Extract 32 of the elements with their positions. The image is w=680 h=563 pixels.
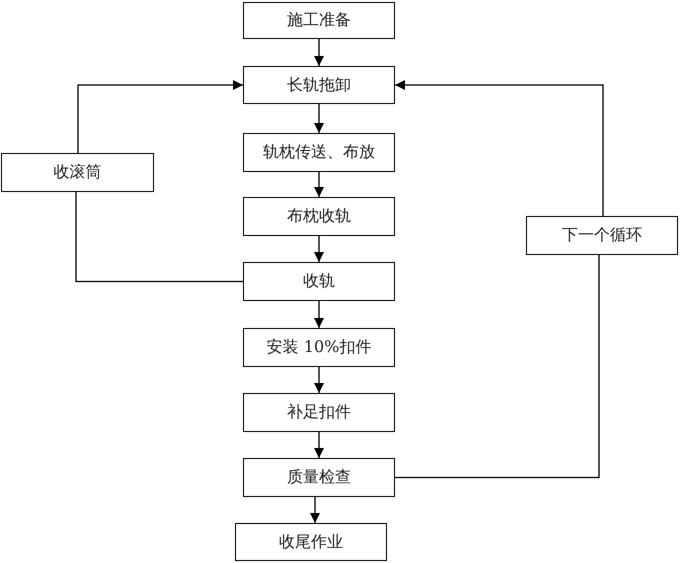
process-box (243, 66, 395, 104)
process-box (1, 153, 154, 192)
box-label: 长轨拖卸 (287, 74, 351, 96)
arrow (77, 80, 243, 153)
process-box (243, 262, 395, 301)
process-box (526, 216, 678, 255)
arrow (314, 432, 324, 458)
box-label: 安装 10%扣件 (266, 337, 372, 358)
box-label: 施工准备 (287, 10, 351, 31)
arrow (314, 104, 324, 133)
process-box (243, 328, 395, 367)
arrow (314, 172, 324, 197)
process-box (243, 458, 395, 497)
arrow (314, 367, 324, 393)
arrow (314, 301, 324, 328)
box-label: 下一个循环 (562, 225, 642, 246)
process-box (243, 393, 395, 432)
box-label: 轨枕传送、布放 (263, 142, 375, 163)
box-label: 收轨 (303, 271, 335, 292)
box-label: 收滚筒 (54, 162, 102, 183)
arrow (310, 497, 320, 523)
process-box (243, 2, 395, 39)
arrow (314, 39, 324, 66)
process-box (243, 197, 395, 236)
arrow (395, 80, 604, 216)
box-label: 质量检查 (287, 467, 351, 488)
box-label: 布枕收轨 (287, 206, 351, 227)
process-box (243, 133, 395, 172)
arrow (314, 236, 324, 262)
process-box (235, 523, 387, 561)
box-label: 收尾作业 (279, 532, 343, 552)
box-label: 补足扣件 (287, 402, 351, 423)
